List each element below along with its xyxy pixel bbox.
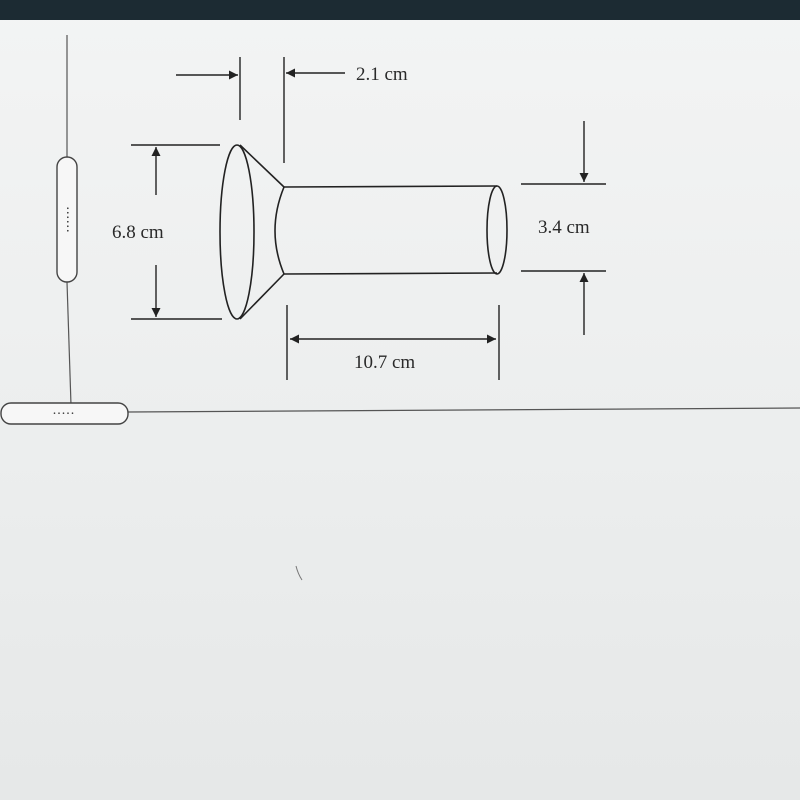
horizontal-scrollbar-track [127, 407, 800, 413]
flange-thickness-label: 2.1 cm [356, 64, 408, 85]
tube-length-label: 10.7 cm [354, 352, 415, 373]
tube-diameter-label: 3.4 cm [538, 217, 590, 238]
funnel-shape [219, 144, 508, 320]
flange-cone-bottom [239, 273, 285, 320]
top-bezel [0, 0, 800, 20]
flange-rim [219, 144, 255, 320]
flange-diameter-dimension [131, 144, 222, 320]
flange-diameter-label: 6.8 cm [112, 222, 164, 243]
tube-end-opening [486, 185, 508, 275]
cursor-mark [295, 565, 303, 581]
tube-diameter-dimension [521, 121, 606, 335]
vertical-scrollbar-track-lower [66, 281, 72, 406]
horizontal-scrollbar[interactable]: ..... [0, 402, 800, 425]
tube-back-edge [274, 186, 285, 275]
tube-bottom-edge [283, 272, 498, 275]
vertical-scrollbar-grip: ...... [63, 207, 78, 234]
horizontal-scrollbar-grip: ..... [53, 403, 76, 418]
vertical-scrollbar-thumb[interactable] [56, 156, 78, 283]
vertical-scrollbar[interactable]: ...... [56, 35, 78, 406]
flange-cone-top [239, 144, 285, 188]
horizontal-scrollbar-thumb[interactable] [0, 402, 129, 425]
tube-top-edge [283, 185, 498, 188]
flange-thickness-dimension [176, 57, 345, 163]
tube-length-dimension [286, 305, 500, 380]
